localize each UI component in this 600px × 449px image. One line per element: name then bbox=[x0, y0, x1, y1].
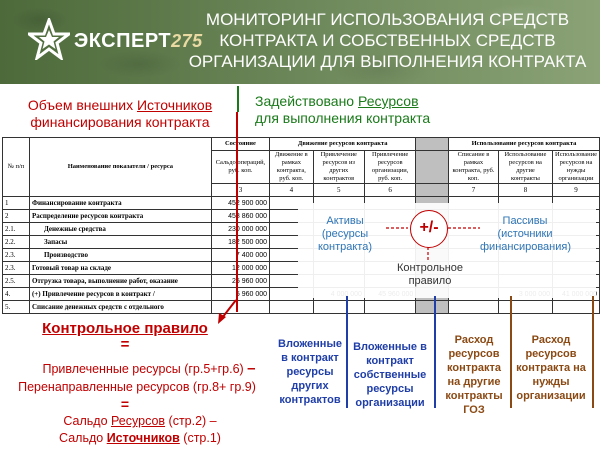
label-spend-other-contracts: Расход ресурсов контракта на другие конт… bbox=[445, 334, 503, 416]
row-gap bbox=[415, 300, 450, 314]
label-spend-organization: Расход ресурсов контракта на нужды орган… bbox=[516, 334, 586, 402]
green-line bbox=[237, 86, 239, 112]
header-saldo: Сальдо операций, руб. коп. bbox=[210, 150, 271, 184]
table-row: 5.Списание денежных средств с отдельного bbox=[2, 300, 600, 314]
brown-line-2 bbox=[592, 296, 594, 408]
header-col5: Привлечение ресурсов из других контракто… bbox=[312, 150, 365, 184]
used-resources-label: Задействовано Ресурсов для выполнения ко… bbox=[255, 93, 431, 126]
label-other-contracts-resources: Вложенные в контракт ресурсы других конт… bbox=[278, 338, 342, 406]
blue-line-2 bbox=[434, 296, 436, 408]
red-line bbox=[236, 112, 238, 312]
row-name: Списание денежных средств с отдельного bbox=[28, 300, 212, 314]
header-col8: Использование ресурсов на другие контрак… bbox=[497, 150, 554, 184]
camo-pattern bbox=[0, 0, 600, 84]
rule-line3: Сальдо Ресурсов (стр.2) – bbox=[63, 414, 217, 428]
blue-line-1 bbox=[346, 296, 348, 408]
header-gap bbox=[415, 150, 450, 184]
rule-eq1: = bbox=[120, 336, 130, 353]
row-c6 bbox=[363, 300, 417, 314]
header-no: № п/п bbox=[2, 137, 30, 197]
label-own-resources: Вложенные в контракт собственные ресурсы… bbox=[353, 341, 427, 409]
rule-line1: Привлеченные ресурсы (гр.5+гр.6) – bbox=[42, 360, 256, 377]
row-c9 bbox=[552, 300, 600, 314]
row-saldo bbox=[210, 300, 271, 314]
rule-title: Контрольное правило bbox=[42, 320, 208, 337]
external-sources-label: Объем внешних Источников финансирования … bbox=[27, 97, 213, 130]
brown-line-1 bbox=[510, 296, 512, 408]
header-col7: Списание в рамках контракта, руб. коп. bbox=[448, 150, 499, 184]
header-banner: ЭКСПЕРТ275 МОНИТОРИНГ ИСПОЛЬЗОВАНИЯ СРЕД… bbox=[0, 0, 600, 84]
header-col6: Привлечение ресурсов организации, руб. к… bbox=[363, 150, 417, 184]
plus-minus-icon: +/- bbox=[410, 210, 448, 248]
logo-text: ЭКСПЕРТ275 bbox=[74, 30, 203, 52]
page-title: МОНИТОРИНГ ИСПОЛЬЗОВАНИЯ СРЕДСТВ КОНТРАК… bbox=[188, 10, 587, 71]
rule-eq2: = bbox=[120, 396, 130, 412]
diagram-overlay bbox=[298, 203, 596, 298]
star-logo-icon bbox=[28, 18, 70, 60]
header-name: Наименование показателя / ресурса bbox=[28, 137, 212, 197]
rule-line4: Сальдо Источников (стр.1) bbox=[59, 431, 221, 445]
rule-line2: Перенаправленные ресурсов (гр.8+ гр.9) bbox=[18, 380, 256, 394]
